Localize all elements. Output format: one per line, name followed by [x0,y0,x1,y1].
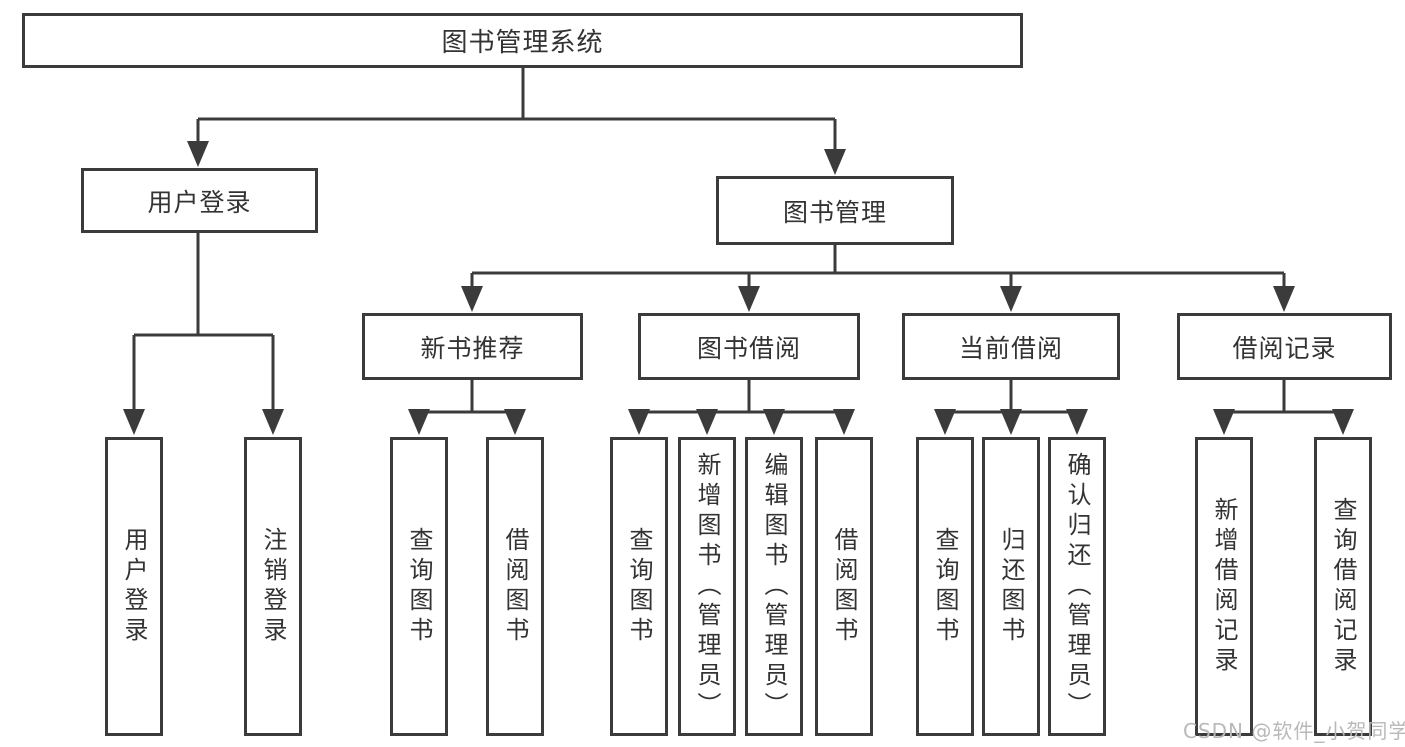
leaf-nbr-query-books-label: 查询图书 [405,526,433,647]
leaf-nbr-borrow-books: 借阅图书 [486,437,544,736]
node-new-book-recommend: 新书推荐 [362,313,583,380]
leaf-br-query-record-label: 查询借阅记录 [1329,496,1357,677]
csdn-watermark: CSDN @软件_小贺同学 [1183,719,1405,743]
leaf-user-login: 用户登录 [105,437,163,736]
leaf-br-add-record-label: 新增借阅记录 [1210,496,1238,677]
node-book-borrowing: 图书借阅 [638,313,860,380]
node-user-login: 用户登录 [81,168,318,233]
leaf-nbr-query-books: 查询图书 [390,437,448,736]
leaf-br-add-record: 新增借阅记录 [1195,437,1253,736]
leaf-bb-add-books-admin-label: 新增图书（管理员） [693,451,721,722]
leaf-user-login-label: 用户登录 [120,526,148,647]
node-current-borrowing: 当前借阅 [902,313,1120,380]
leaf-bb-query-books: 查询图书 [610,437,668,736]
leaf-logout-label: 注销登录 [259,526,287,647]
leaf-cb-confirm-return-admin: 确认归还（管理员） [1048,437,1106,736]
leaf-cb-query-books-label: 查询图书 [931,526,959,647]
node-borrowing-records: 借阅记录 [1177,313,1392,380]
leaf-cb-return-books: 归还图书 [982,437,1040,736]
leaf-bb-borrow-books-label: 借阅图书 [830,526,858,647]
leaf-cb-return-books-label: 归还图书 [997,526,1025,647]
leaf-cb-confirm-return-admin-label: 确认归还（管理员） [1063,451,1091,722]
leaf-cb-query-books: 查询图书 [916,437,974,736]
leaf-bb-query-books-label: 查询图书 [625,526,653,647]
node-book-management: 图书管理 [716,176,954,245]
leaf-br-query-record: 查询借阅记录 [1314,437,1372,736]
leaf-bb-borrow-books: 借阅图书 [815,437,873,736]
leaf-nbr-borrow-books-label: 借阅图书 [501,526,529,647]
leaf-bb-edit-books-admin: 编辑图书（管理员） [745,437,803,736]
leaf-logout: 注销登录 [244,437,302,736]
node-library-management-system: 图书管理系统 [22,13,1023,68]
leaf-bb-add-books-admin: 新增图书（管理员） [678,437,736,736]
leaf-bb-edit-books-admin-label: 编辑图书（管理员） [760,451,788,722]
